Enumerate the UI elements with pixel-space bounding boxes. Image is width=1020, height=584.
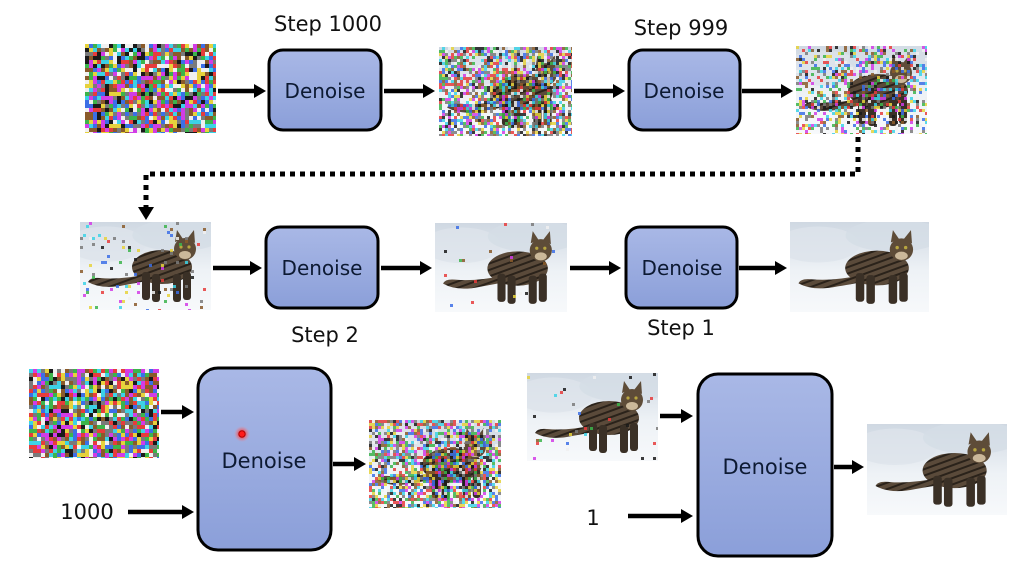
step-label-1: Step 1 <box>647 316 715 340</box>
final-cat-output <box>867 424 1007 515</box>
noisy-cat-image-heavy <box>439 47 572 136</box>
step-label-999: Step 999 <box>634 16 729 40</box>
arrow <box>381 261 432 275</box>
final-cat-image <box>790 222 929 312</box>
arrow <box>128 505 194 519</box>
denoise-box-step-999: Denoise <box>627 48 742 132</box>
arrow <box>333 457 366 471</box>
denoise-label: Denoise <box>723 455 808 479</box>
denoise-box-step-1000: Denoise <box>267 48 383 132</box>
denoise-label: Denoise <box>222 449 307 473</box>
dotted-connector-arrow <box>138 137 861 220</box>
arrow <box>574 84 625 98</box>
clean-cat-image <box>435 223 567 312</box>
denoise-label: Denoise <box>644 79 725 103</box>
noise-image-row1 <box>85 44 216 133</box>
arrow <box>660 409 693 423</box>
arrow <box>218 84 266 98</box>
step-label-2: Step 2 <box>291 323 359 347</box>
cursor-dot <box>234 426 250 442</box>
denoise-label: Denoise <box>282 256 363 280</box>
step-input-1: 1 <box>586 506 599 530</box>
arrow <box>739 261 787 275</box>
arrow <box>742 84 793 98</box>
nearly-clean-cat-image <box>80 222 211 310</box>
step-input-1000: 1000 <box>60 500 113 524</box>
arrow <box>628 509 693 523</box>
denoise-box-large-right: Denoise <box>696 372 834 558</box>
denoise-box-large-left: Denoise <box>196 366 333 552</box>
noisy-cat-output <box>369 420 501 508</box>
arrow <box>213 261 262 275</box>
denoise-label: Denoise <box>285 79 366 103</box>
arrow <box>570 261 621 275</box>
arrow <box>834 460 864 474</box>
noisy-cat-image-light <box>796 46 927 134</box>
step-label-1000: Step 1000 <box>274 12 382 36</box>
clean-cat-image-input <box>527 373 658 461</box>
denoise-box-step-1: Denoise <box>624 225 739 310</box>
arrow <box>384 84 435 98</box>
denoise-label: Denoise <box>642 256 723 280</box>
arrow <box>161 405 194 419</box>
denoise-box-step-2: Denoise <box>264 225 380 310</box>
noise-image-input <box>29 369 159 458</box>
